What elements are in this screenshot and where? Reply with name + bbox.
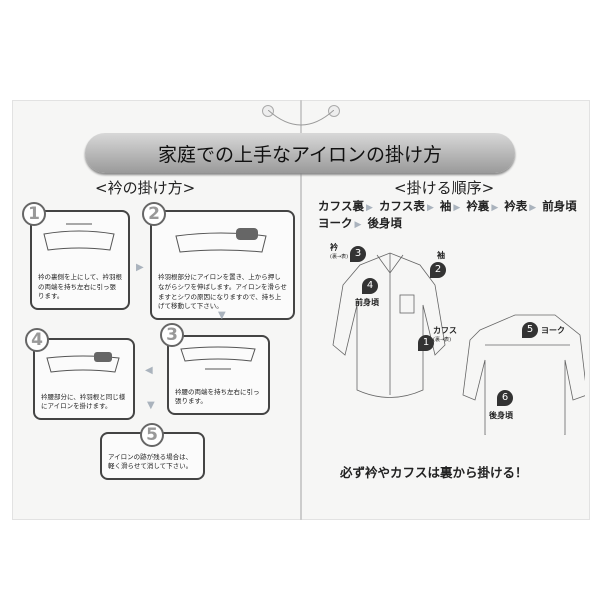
order-item: 後身頃	[367, 216, 402, 230]
note-text: 必ず衿やカフスは裏から掛ける！	[340, 465, 528, 480]
step-box-3: 衿腰の両端を持ち左右に引っ張ります。	[167, 335, 270, 415]
step-number: 3	[160, 323, 184, 347]
hanger-hook-icon	[262, 105, 274, 117]
arrow-icon: ▶	[366, 203, 373, 213]
order-item: カフス表	[378, 199, 425, 213]
step-box-4: 衿腰部分に、衿羽根と同じ様にアイロンを掛けます。	[33, 338, 135, 420]
pin-4: 4	[362, 278, 378, 294]
order-item: 袖	[439, 199, 452, 213]
arrow-right-icon: ▶	[136, 262, 144, 273]
order-heading: <掛ける順序>	[394, 179, 495, 197]
iron-collar-illustration	[175, 228, 267, 253]
step-text: 衿腰の両端を持ち左右に引っ張ります。	[175, 387, 260, 406]
arrow-icon: ▶	[426, 203, 434, 213]
cuffs-label: カフス(裏→表)	[433, 326, 457, 343]
pin-5: 5	[522, 322, 538, 338]
shirt-illustration	[332, 252, 585, 435]
step-number: 2	[142, 202, 166, 226]
order-item: 衿裏	[466, 199, 490, 213]
order-line-1: カフス裏▶ カフス表▶ 袖▶ 衿裏▶ 衿表▶ 前身頃	[318, 198, 577, 214]
step-text: 衿羽根部分にアイロンを置き、上から押しながらシワを伸ばします。アイロンを滑らせま…	[158, 273, 287, 311]
pin-1: 1	[418, 335, 434, 351]
arrow-down-icon: ▼	[218, 310, 226, 321]
step-text: 衿腰部分に、衿羽根と同じ様にアイロンを掛けます。	[41, 392, 126, 411]
arrow-icon: ▶	[491, 203, 499, 213]
step-box-2: 衿羽根部分にアイロンを置き、上から押しながらシワを伸ばします。アイロンを滑らせま…	[150, 210, 295, 320]
pin-2: 2	[430, 262, 446, 278]
step-text: アイロンの跡が残る場合は、軽く滑らせて消して下さい。	[108, 452, 193, 471]
order-item: ヨーク	[318, 216, 353, 230]
order-item: 衿表	[504, 199, 528, 213]
hanger-hook-icon	[328, 105, 340, 117]
arrow-down-icon: ▼	[147, 400, 155, 411]
order-item: カフス裏	[318, 199, 364, 213]
arrow-left-icon: ◀	[145, 365, 153, 376]
string-icon	[268, 110, 334, 126]
page-fold	[300, 100, 302, 520]
step-number: 4	[25, 328, 49, 352]
arrow-icon: ▶	[529, 203, 537, 213]
collar-band-illustration	[180, 346, 256, 370]
arrow-icon: ▶	[453, 203, 461, 213]
back-body-label: 後身頃	[489, 411, 513, 420]
sleeve-label: 袖	[437, 251, 445, 260]
step-number: 5	[140, 423, 164, 447]
step-box-1: 衿の裏側を上にして、衿羽根の両端を持ち左右に引っ張ります。	[30, 210, 130, 310]
pin-6: 6	[497, 390, 513, 406]
order-line-2: ヨーク▶ 後身頃	[318, 215, 402, 231]
collar-label: 衿(裏→表)	[330, 243, 349, 260]
step-text: 衿の裏側を上にして、衿羽根の両端を持ち左右に引っ張ります。	[38, 272, 122, 301]
collar-illustration	[43, 223, 115, 251]
iron-collar-band-illustration	[46, 352, 120, 373]
collar-heading: <衿の掛け方>	[95, 179, 196, 197]
arrow-icon: ▶	[354, 220, 362, 230]
yoke-label: ヨーク	[541, 326, 565, 335]
page-title: 家庭での上手なアイロンの掛け方	[85, 133, 515, 173]
order-item: 前身頃	[542, 199, 577, 213]
step-number: 1	[22, 202, 46, 226]
front-body-label: 前身頃	[355, 298, 379, 307]
pin-3: 3	[350, 246, 366, 262]
